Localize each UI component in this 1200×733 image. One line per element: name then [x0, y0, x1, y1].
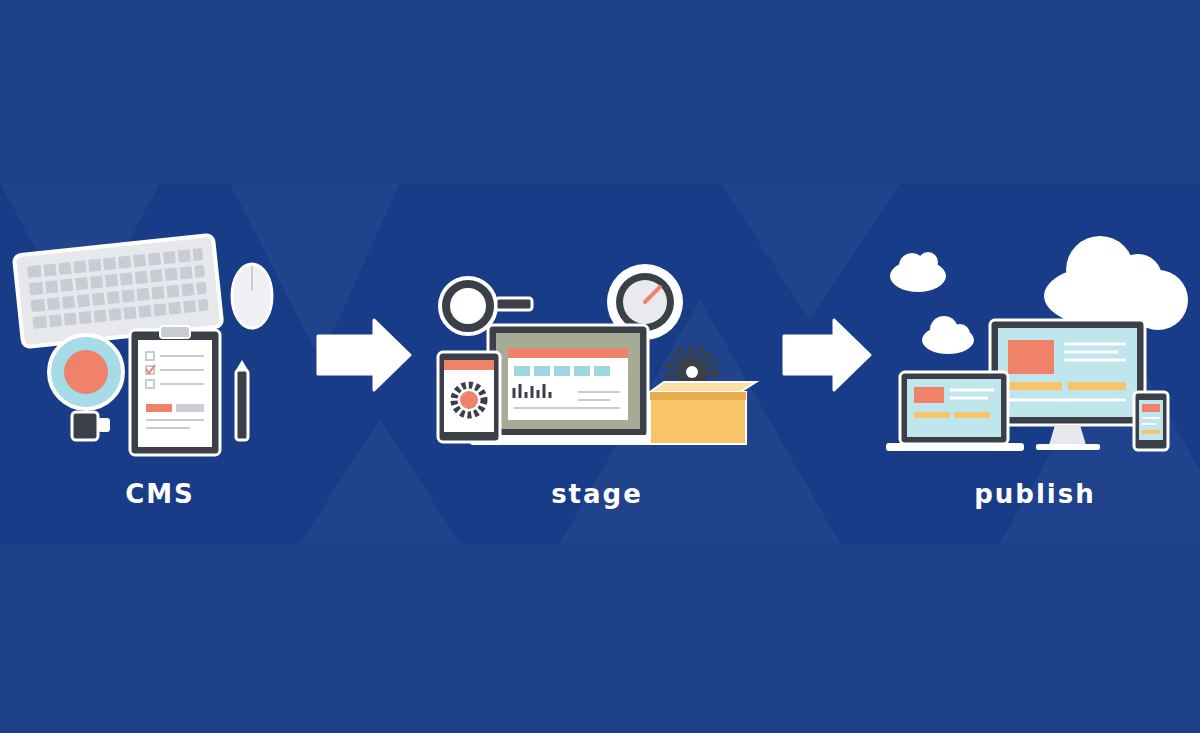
step-group: publish [878, 235, 1192, 520]
step-group: CMS [10, 225, 310, 520]
flow-arrow [318, 320, 410, 390]
step-group: stage [418, 255, 776, 520]
step-label: CMS [125, 478, 195, 520]
flow-arrow [784, 320, 870, 390]
step-label: stage [551, 478, 643, 520]
step-label: publish [974, 478, 1096, 520]
